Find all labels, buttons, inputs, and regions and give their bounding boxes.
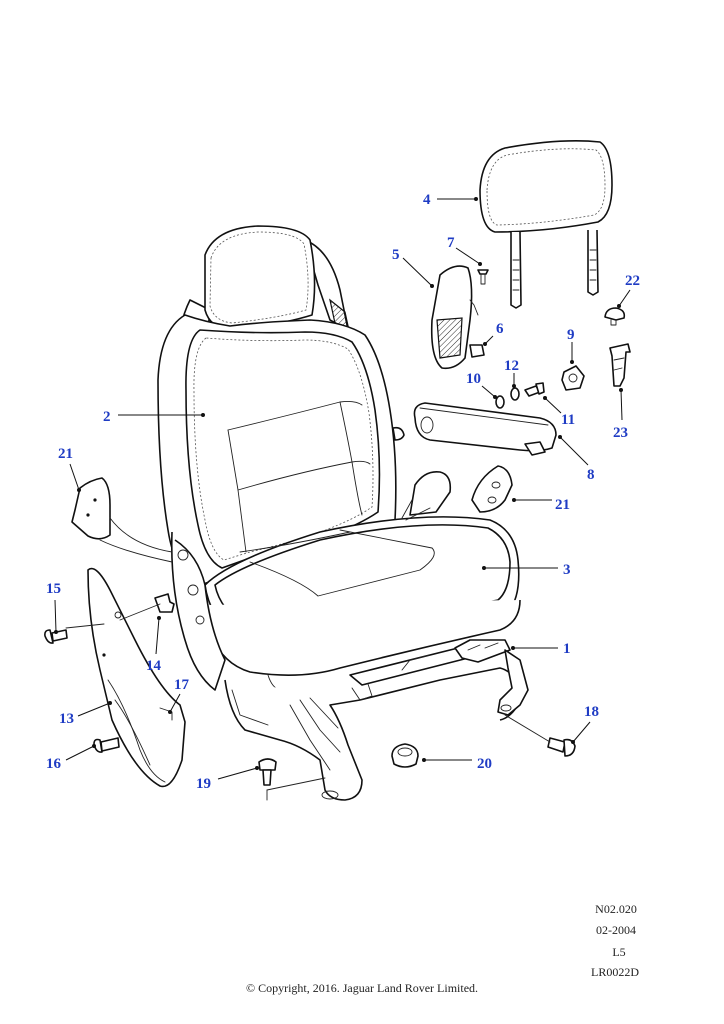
screw-7	[477, 269, 489, 285]
callout-20: 20	[477, 756, 492, 772]
callout-16: 16	[46, 756, 62, 772]
seat-headrest	[204, 225, 316, 331]
callout-13: 13	[59, 711, 74, 727]
reference-code: N02.020	[595, 902, 637, 916]
callout-numbers: 1 2 3 4 5 6 7 8 9 10 11 12 13 14 15 16 1…	[46, 192, 640, 792]
callout-17: 17	[174, 677, 190, 693]
callout-6: 6	[496, 321, 504, 337]
clip-14	[154, 593, 175, 613]
leader-lines	[54, 197, 631, 780]
callout-21-left: 21	[58, 446, 73, 462]
nut-9	[561, 365, 585, 391]
reference-level: L5	[612, 945, 626, 959]
bolt-11	[524, 382, 545, 397]
callout-11: 11	[561, 412, 575, 428]
callout-21-right: 21	[555, 497, 570, 513]
drawing-id: LR0022D	[591, 965, 639, 979]
callout-10: 10	[466, 371, 481, 387]
hinge-cover-left	[71, 477, 111, 540]
cap-22	[604, 307, 626, 326]
washer-12	[510, 387, 520, 401]
callout-5: 5	[392, 247, 400, 263]
callout-22: 22	[625, 273, 640, 289]
bolt-18	[547, 737, 576, 757]
callout-4: 4	[423, 192, 431, 208]
callout-7: 7	[447, 235, 455, 251]
callout-2: 2	[103, 409, 111, 425]
callout-15: 15	[46, 581, 61, 597]
washer-10	[495, 395, 505, 409]
callout-14: 14	[146, 658, 162, 674]
hinge-cover-right	[471, 465, 513, 513]
screw-16	[93, 737, 120, 753]
reference-date: 02-2004	[596, 923, 636, 937]
callout-8: 8	[587, 467, 595, 483]
bolt-19	[258, 758, 277, 786]
callout-1: 1	[563, 641, 571, 657]
sleeve-23	[609, 343, 631, 387]
callout-9: 9	[567, 327, 575, 343]
copyright-notice: © Copyright, 2016. Jaguar Land Rover Lim…	[245, 981, 479, 995]
headrest-part	[479, 140, 613, 309]
callout-18: 18	[584, 704, 599, 720]
seat-assembly	[157, 225, 529, 801]
clip-6	[469, 344, 485, 358]
armrest-part	[413, 402, 557, 456]
callout-3: 3	[563, 562, 571, 578]
callout-19: 19	[196, 776, 211, 792]
callout-23: 23	[613, 425, 628, 441]
side-trim-part	[430, 265, 479, 370]
callout-12: 12	[504, 358, 519, 374]
nut-20	[391, 743, 419, 768]
